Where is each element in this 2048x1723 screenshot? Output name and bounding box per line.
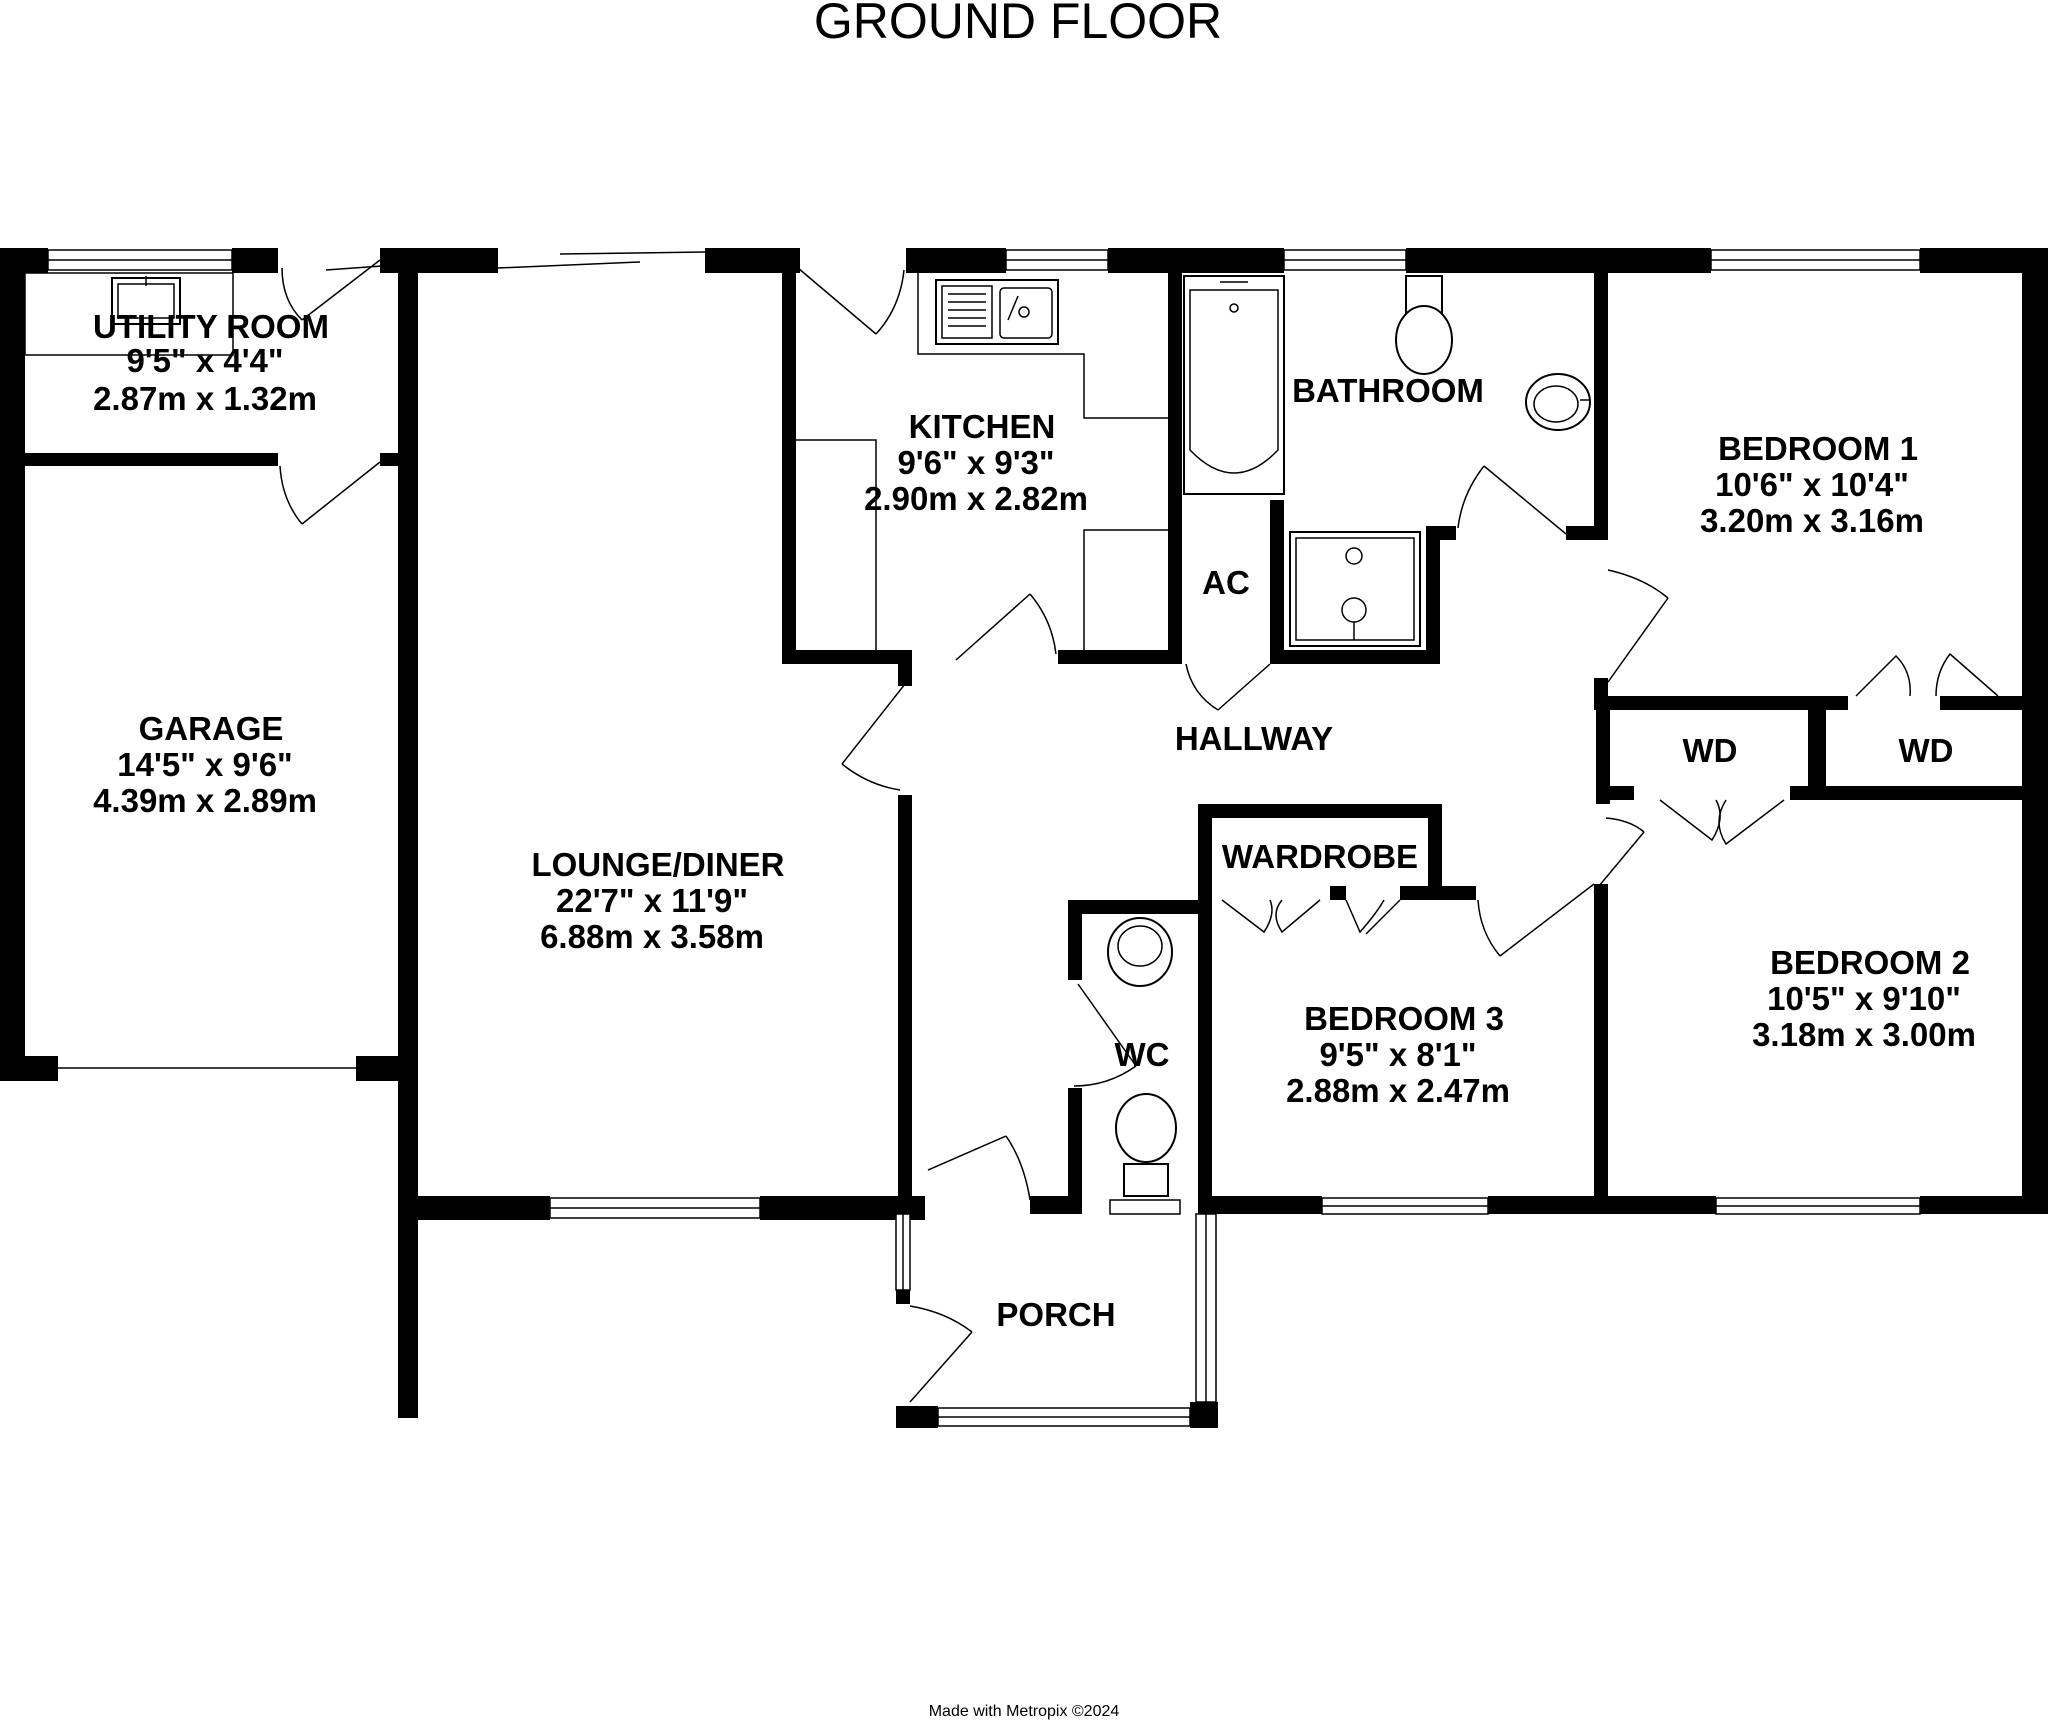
room-wd-2: WD [1899, 732, 1954, 769]
room-bedroom3: BEDROOM 3 9'5" x 8'1" 2.88m x 2.47m [1286, 1000, 1510, 1109]
svg-text:10'5" x 9'10": 10'5" x 9'10" [1767, 980, 1961, 1017]
svg-text:2.90m x 2.82m: 2.90m x 2.82m [864, 480, 1088, 517]
svg-text:9'5" x 8'1": 9'5" x 8'1" [1319, 1036, 1476, 1073]
room-garage: GARAGE 14'5" x 9'6" 4.39m x 2.89m [93, 710, 317, 819]
svg-text:2.88m x 2.47m: 2.88m x 2.47m [1286, 1072, 1510, 1109]
svg-text:LOUNGE/DINER: LOUNGE/DINER [531, 846, 784, 883]
floor-title: GROUND FLOOR [814, 0, 1222, 49]
svg-text:3.18m x 3.00m: 3.18m x 3.00m [1752, 1016, 1976, 1053]
svg-text:KITCHEN: KITCHEN [909, 408, 1056, 445]
svg-text:22'7" x 11'9": 22'7" x 11'9" [556, 882, 748, 919]
room-bedroom2: BEDROOM 2 10'5" x 9'10" 3.18m x 3.00m [1752, 944, 1976, 1053]
windows [47, 249, 1921, 1427]
room-hallway: HALLWAY [1175, 720, 1333, 757]
room-wd-1: WD [1683, 732, 1738, 769]
room-wardrobe: WARDROBE [1222, 838, 1418, 875]
svg-text:GARAGE: GARAGE [139, 710, 284, 747]
room-labels: UTILITY ROOM 9'5" x 4'4" 2.87m x 1.32m G… [93, 308, 1976, 1333]
svg-text:BEDROOM 3: BEDROOM 3 [1304, 1000, 1504, 1037]
room-porch: PORCH [996, 1296, 1115, 1333]
room-lounge: LOUNGE/DINER 22'7" x 11'9" 6.88m x 3.58m [531, 846, 784, 955]
room-bedroom1: BEDROOM 1 10'6" x 10'4" 3.20m x 3.16m [1700, 430, 1924, 539]
svg-text:2.87m x 1.32m: 2.87m x 1.32m [93, 380, 317, 417]
svg-text:4.39m x 2.89m: 4.39m x 2.89m [93, 782, 317, 819]
fixtures [24, 272, 1591, 1197]
svg-text:3.20m x 3.16m: 3.20m x 3.16m [1700, 502, 1924, 539]
room-utility: UTILITY ROOM 9'5" x 4'4" 2.87m x 1.32m [93, 308, 329, 417]
room-ac: AC [1202, 564, 1250, 601]
svg-text:9'6" x 9'3": 9'6" x 9'3" [897, 444, 1054, 481]
room-bathroom: BATHROOM [1292, 372, 1484, 409]
svg-text:14'5" x 9'6": 14'5" x 9'6" [117, 746, 292, 783]
svg-text:UTILITY ROOM: UTILITY ROOM [93, 308, 329, 345]
walls [0, 248, 2048, 1428]
credit-text: Made with Metropix ©2024 [929, 1703, 1120, 1720]
svg-text:BEDROOM 1: BEDROOM 1 [1718, 430, 1918, 467]
room-kitchen: KITCHEN 9'6" x 9'3" 2.90m x 2.82m [864, 408, 1088, 517]
room-wc: WC [1115, 1036, 1170, 1073]
svg-text:10'6" x 10'4": 10'6" x 10'4" [1715, 466, 1909, 503]
doors [279, 259, 1999, 1403]
svg-text:6.88m x 3.58m: 6.88m x 3.58m [540, 918, 764, 955]
svg-text:9'5" x 4'4": 9'5" x 4'4" [126, 342, 283, 379]
svg-text:BEDROOM 2: BEDROOM 2 [1770, 944, 1970, 981]
